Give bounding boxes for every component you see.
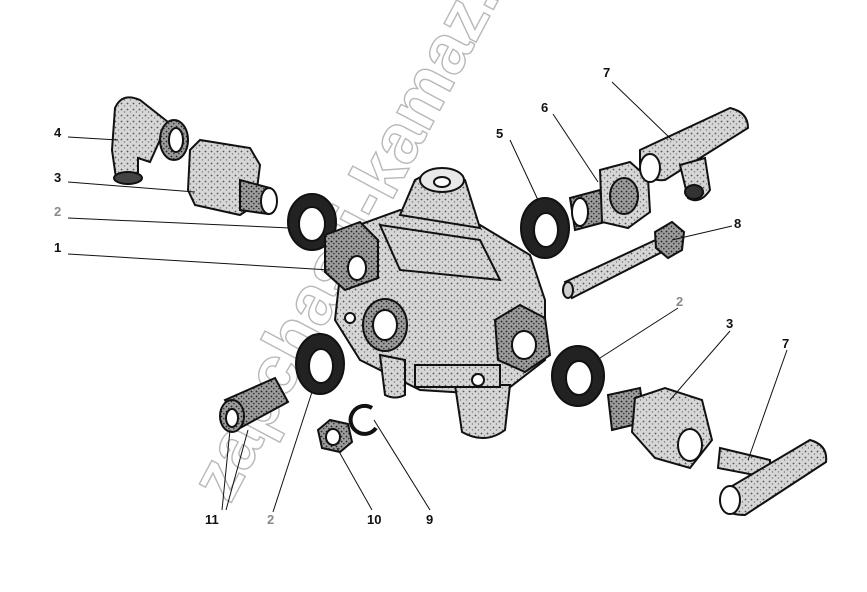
callout-labels: 4 3 2 1 5 6 7 8 2 3 7 11 2 10 9 — [54, 65, 789, 527]
callout-2-upper-left: 2 — [54, 204, 61, 219]
tee-fitting-part-7-upper — [639, 106, 750, 202]
washer-part-2-lower-left — [295, 333, 345, 395]
callout-1: 1 — [54, 240, 61, 255]
callout-8: 8 — [734, 216, 741, 231]
valve-body-part-1 — [324, 167, 552, 439]
callout-2-right: 2 — [676, 294, 683, 309]
tee-fitting-part-7-lower — [716, 438, 828, 517]
hex-nut-part-3-lower — [606, 386, 714, 470]
washer-part-2-right — [551, 345, 605, 407]
bolt-part-8 — [562, 220, 686, 300]
washer-part-5 — [520, 197, 570, 259]
callout-9: 9 — [426, 512, 433, 527]
elbow-fitting-part-4 — [110, 96, 189, 185]
callout-5: 5 — [496, 126, 503, 141]
callout-2-lower-left: 2 — [267, 512, 274, 527]
callout-10: 10 — [367, 512, 381, 527]
callout-7-lower: 7 — [782, 336, 789, 351]
nipple-part-11 — [219, 376, 290, 433]
callout-3-upper: 3 — [54, 170, 61, 185]
hex-nut-part-6 — [568, 160, 652, 232]
callout-6: 6 — [541, 100, 548, 115]
callout-4: 4 — [54, 125, 62, 140]
hex-nut-part-3-upper — [186, 138, 278, 217]
callout-11: 11 — [205, 512, 219, 527]
small-nut-part-10 — [316, 418, 354, 454]
callout-3-lower: 3 — [726, 316, 733, 331]
callout-7-upper: 7 — [603, 65, 610, 80]
snap-ring-part-9 — [348, 403, 378, 436]
leader-lines — [67, 81, 788, 513]
